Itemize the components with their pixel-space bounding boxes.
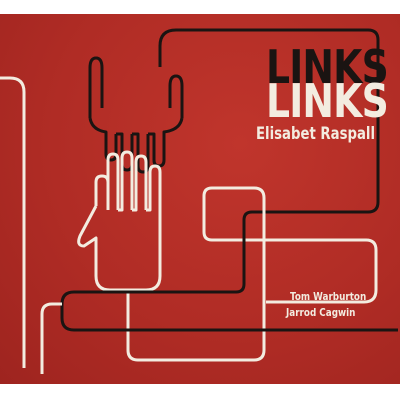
white-line-inner (40, 302, 62, 374)
album-cover: LINKS LINKS Elisabet Raspall Tom Warburt… (0, 14, 400, 384)
album-title-bottom: LINKS (266, 74, 389, 128)
credit-musician: Tom Warburton (290, 290, 367, 303)
white-hand (77, 150, 162, 292)
white-line-left (0, 76, 26, 368)
artist-name: Elisabet Raspall (256, 124, 376, 144)
album-title-top: LINKS (266, 40, 389, 94)
dark-hand (88, 56, 184, 174)
credit-musician: Jarrod Cagwin (286, 306, 356, 319)
white-line-wrist (126, 186, 378, 362)
cover-artwork (0, 28, 398, 374)
dark-line-lower (60, 210, 398, 332)
dark-line-frame (158, 28, 380, 214)
